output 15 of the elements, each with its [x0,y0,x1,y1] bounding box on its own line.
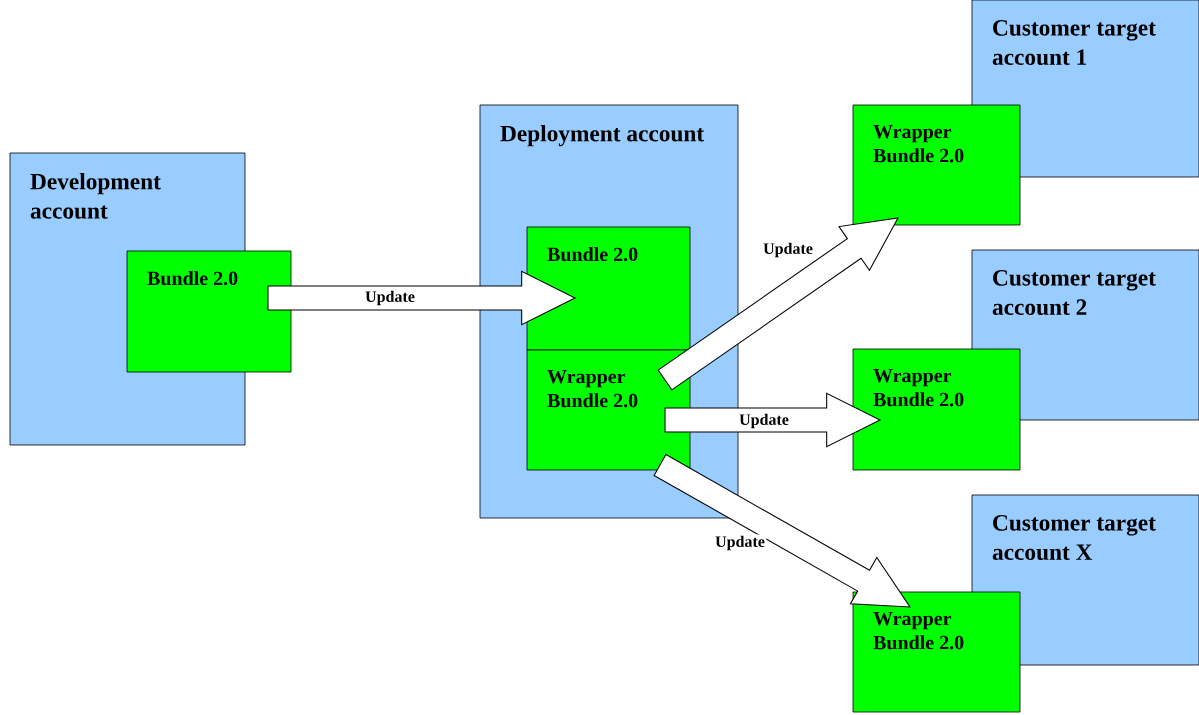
edge-label: Update [737,412,791,430]
account-box: Customer target account 1 [971,0,1199,178]
bundle-box: Wrapper Bundle 2.0 [852,104,1021,226]
edge-label: Update [363,289,417,307]
bundle-box: Wrapper Bundle 2.0 [852,591,1021,713]
bundle-box: Bundle 2.0 [126,250,292,373]
block-arrow [267,270,577,326]
account-box: Customer target account 2 [971,249,1199,421]
bundle-box: Wrapper Bundle 2.0 [852,348,1021,471]
block-arrow [657,217,899,391]
bundle-box: Wrapper Bundle 2.0 [526,349,691,471]
edge-label: Update [713,534,767,552]
bundle-box: Bundle 2.0 [526,226,691,351]
account-box: Customer target account X [971,494,1199,666]
edge-label: Update [761,241,815,259]
